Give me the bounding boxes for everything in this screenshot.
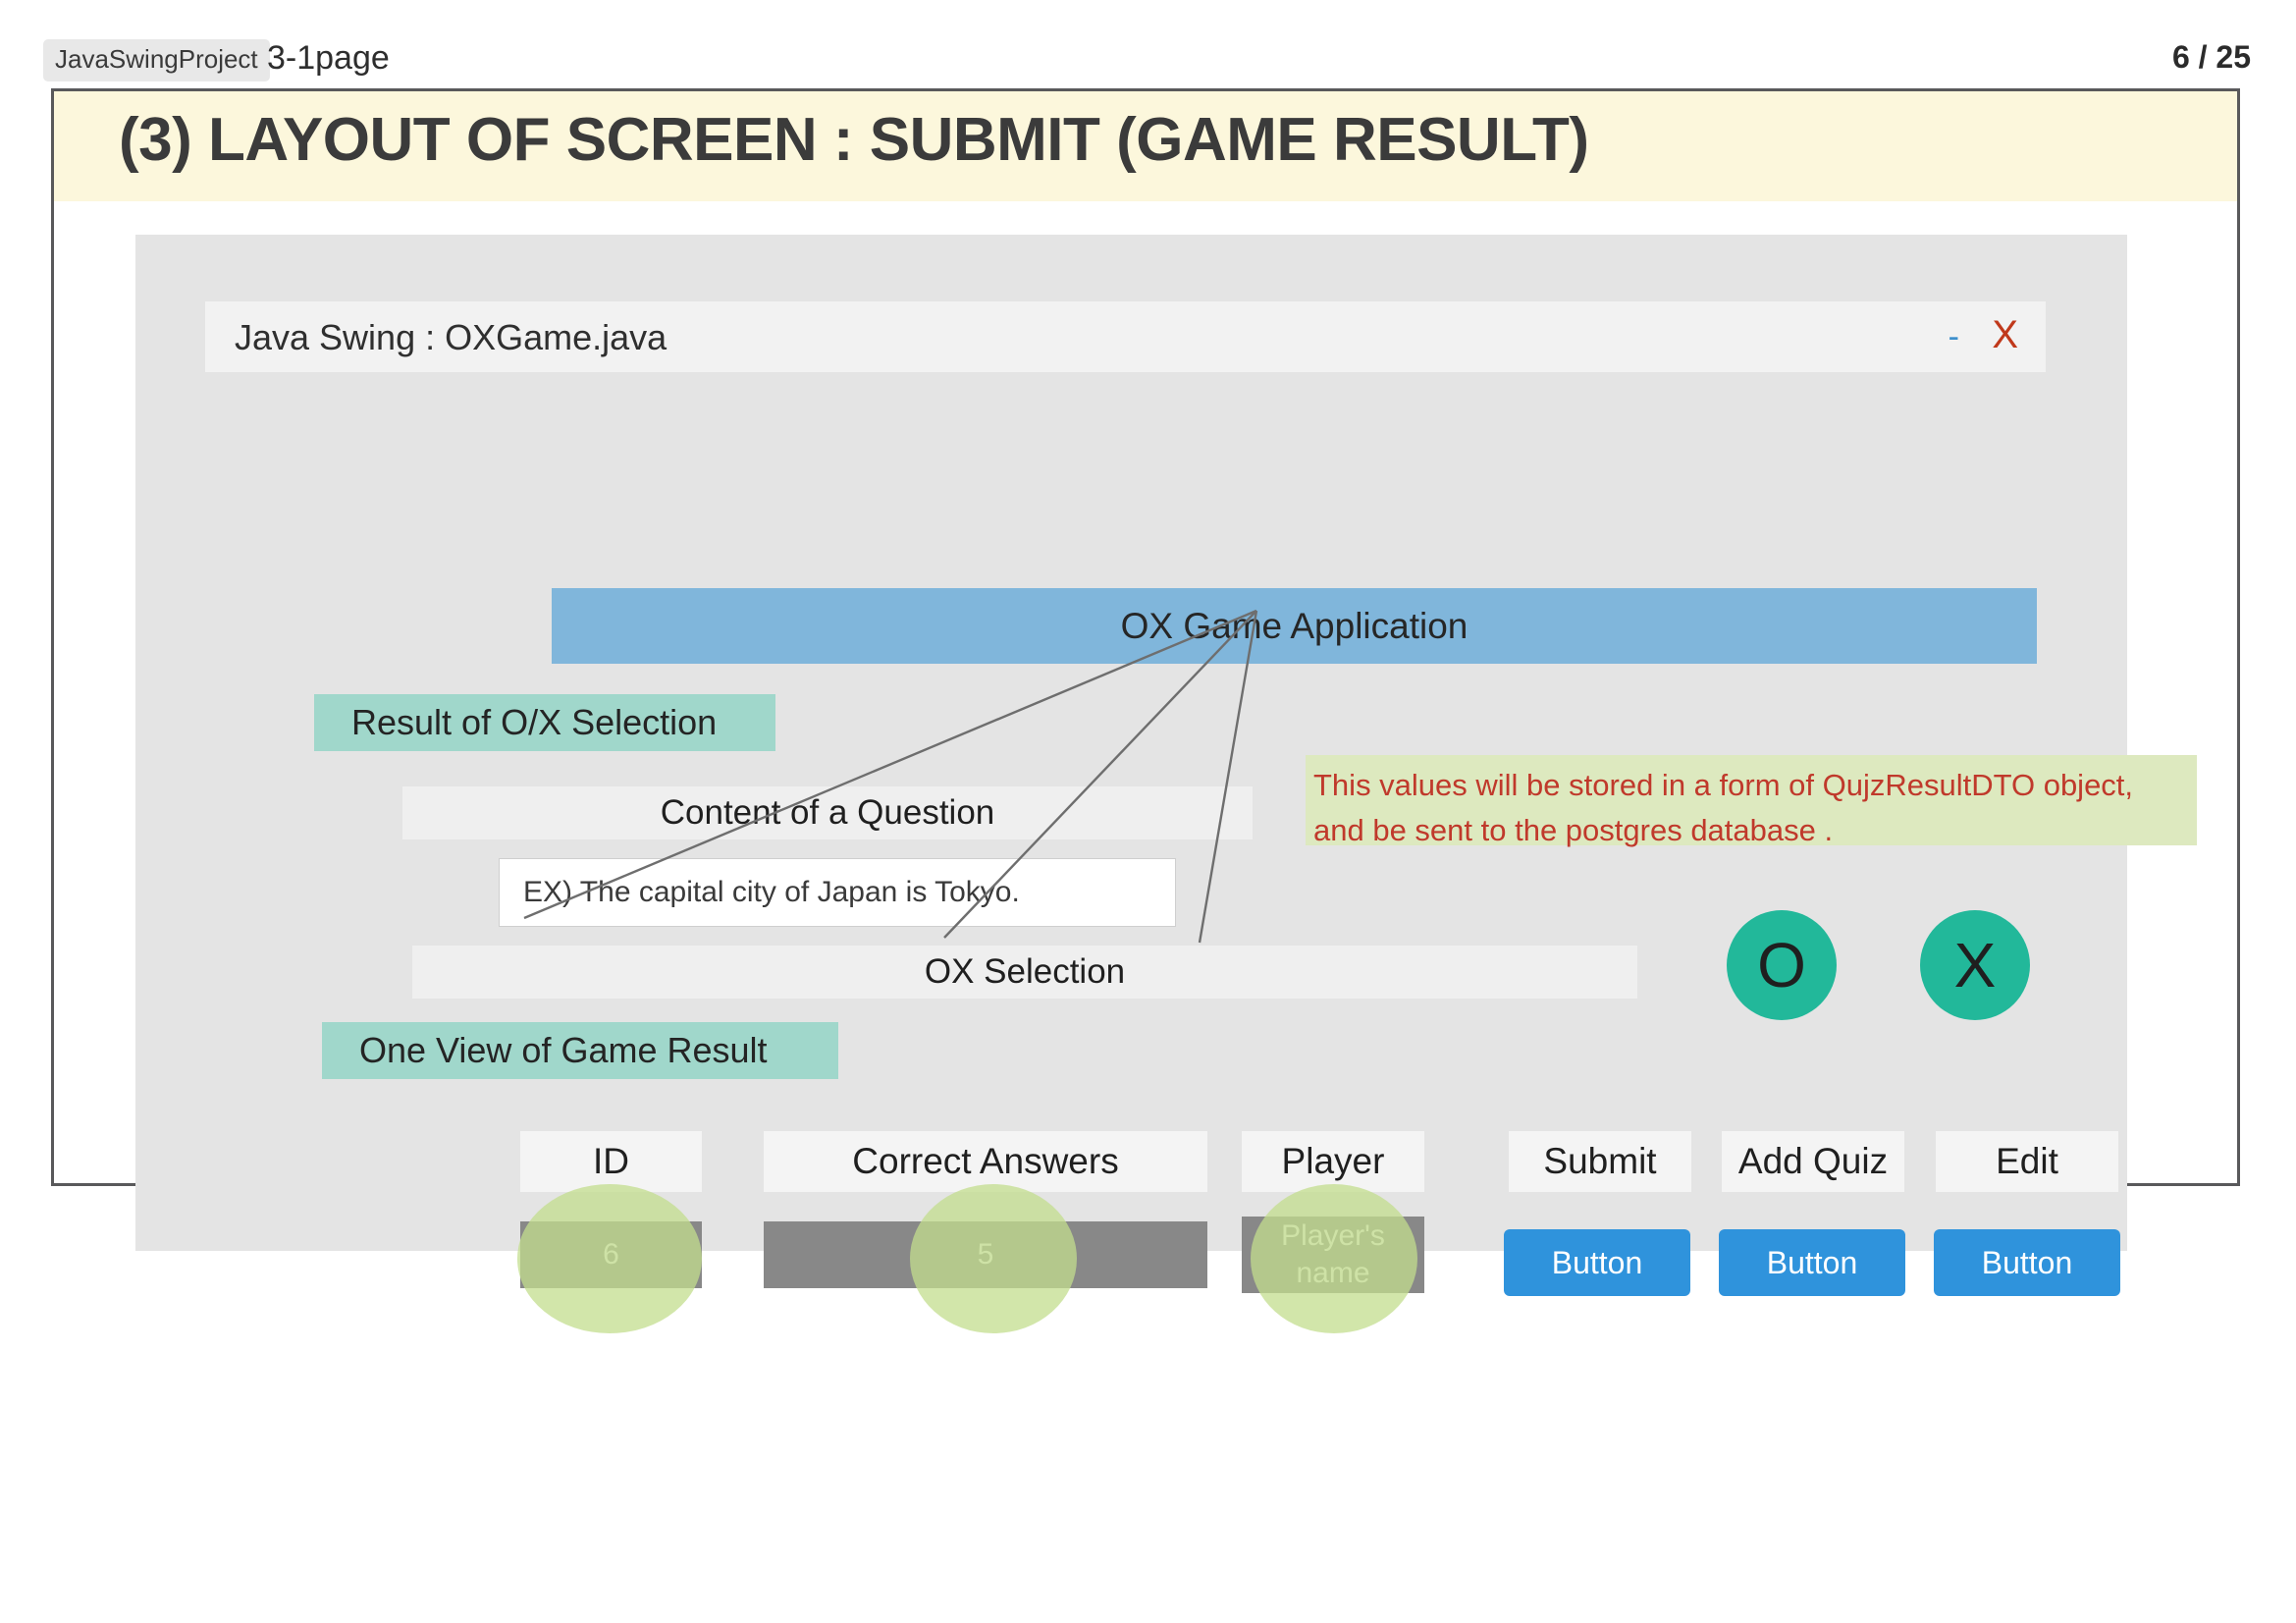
minimize-icon[interactable]: -: [1948, 318, 1959, 355]
result-header-correct-answers: Correct Answers: [764, 1131, 1207, 1192]
action-label-submit: Submit: [1509, 1131, 1691, 1192]
section-label-one-view: One View of Game Result: [322, 1022, 838, 1079]
submit-button[interactable]: Button: [1504, 1229, 1690, 1296]
result-value-player-line1: Player's: [1281, 1219, 1385, 1252]
question-input[interactable]: EX) The capital city of Japan is Tokyo.: [499, 858, 1176, 927]
annotation-line-2: and be sent to the postgres database .: [1313, 813, 1834, 847]
top-bar: JavaSwingProject 3-1page 6 / 25: [0, 0, 2296, 86]
action-label-add-quiz: Add Quiz: [1722, 1131, 1904, 1192]
result-value-player-line2: name: [1296, 1257, 1370, 1289]
close-icon[interactable]: X: [1992, 313, 2018, 356]
app-header-label: OX Game Application: [1120, 605, 1468, 646]
slide-title-band: [54, 91, 2237, 201]
page-counter: 6 / 25: [2171, 39, 2251, 75]
result-header-id: ID: [520, 1131, 702, 1192]
result-value-id: 6: [520, 1221, 702, 1288]
edit-button[interactable]: Button: [1934, 1229, 2120, 1296]
app-header-banner: OX Game Application: [552, 588, 2037, 664]
option-x-button[interactable]: X: [1920, 910, 2030, 1020]
option-o-button[interactable]: O: [1727, 910, 1837, 1020]
action-label-edit: Edit: [1936, 1131, 2118, 1192]
mock-app-panel: Java Swing : OXGame.java - X OX Game App…: [135, 235, 2197, 1333]
result-value-player: Player's name: [1242, 1217, 1424, 1293]
result-header-player: Player: [1242, 1131, 1424, 1192]
slide-title: (3) LAYOUT OF SCREEN : SUBMIT (GAME RESU…: [119, 106, 1589, 174]
annotation-line-1: This values will be stored in a form of …: [1313, 768, 2134, 802]
mock-window-titlebar: Java Swing : OXGame.java - X: [205, 301, 2046, 372]
project-tag: JavaSwingProject: [43, 39, 270, 81]
section-label-result-selection: Result of O/X Selection: [314, 694, 775, 751]
add-quiz-button[interactable]: Button: [1719, 1229, 1905, 1296]
result-value-correct-answers: 5: [764, 1221, 1207, 1288]
annotation-callout: This values will be stored in a form of …: [1306, 755, 2197, 847]
question-header-bar: Content of a Question: [402, 786, 1253, 839]
slide-frame: (3) LAYOUT OF SCREEN : SUBMIT (GAME RESU…: [51, 88, 2240, 1333]
ox-selection-header-bar: OX Selection: [412, 946, 1637, 999]
page-label: 3-1page: [267, 39, 390, 77]
mock-window-title: Java Swing : OXGame.java: [235, 317, 667, 357]
